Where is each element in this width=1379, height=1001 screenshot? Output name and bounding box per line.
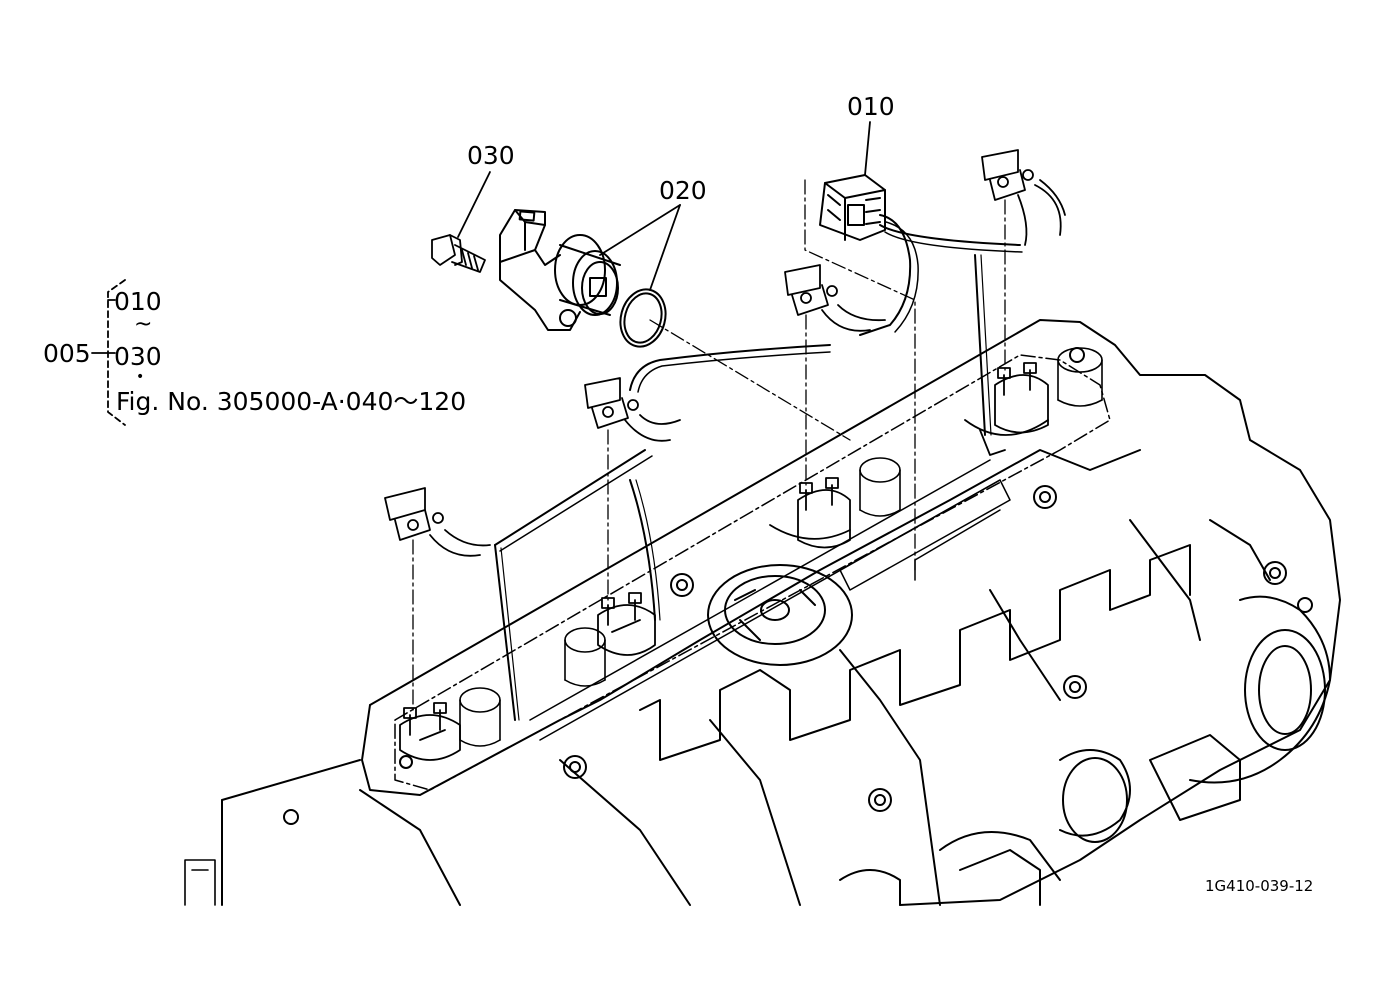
assembly-range-tilde: ~ bbox=[134, 312, 153, 337]
harness-icon bbox=[384, 149, 1066, 721]
figure-reference: Fig. No. 305000-A·040～120 bbox=[116, 387, 467, 416]
drawing-number: 1G410-039-12 bbox=[1205, 877, 1314, 895]
connector-icon bbox=[819, 174, 886, 241]
assembly-dot: • bbox=[136, 369, 145, 385]
callout-030: 030 bbox=[467, 141, 515, 170]
crank-sensor-icon bbox=[499, 209, 621, 331]
o-ring-icon bbox=[619, 288, 667, 348]
bolt-icon bbox=[431, 234, 486, 273]
oil-filler-icon bbox=[707, 564, 853, 666]
callout-010: 010 bbox=[847, 92, 895, 121]
assembly-brace bbox=[91, 279, 126, 426]
glow-plug-icon bbox=[399, 362, 1049, 761]
callout-020: 020 bbox=[659, 176, 707, 205]
callout-leaders bbox=[457, 121, 871, 291]
assembly-code: 005 bbox=[43, 339, 91, 368]
assembly-range-start: 010 bbox=[114, 287, 162, 316]
cylinder-head-icon bbox=[184, 179, 1341, 906]
assembly-range-end: 030 bbox=[114, 342, 162, 371]
